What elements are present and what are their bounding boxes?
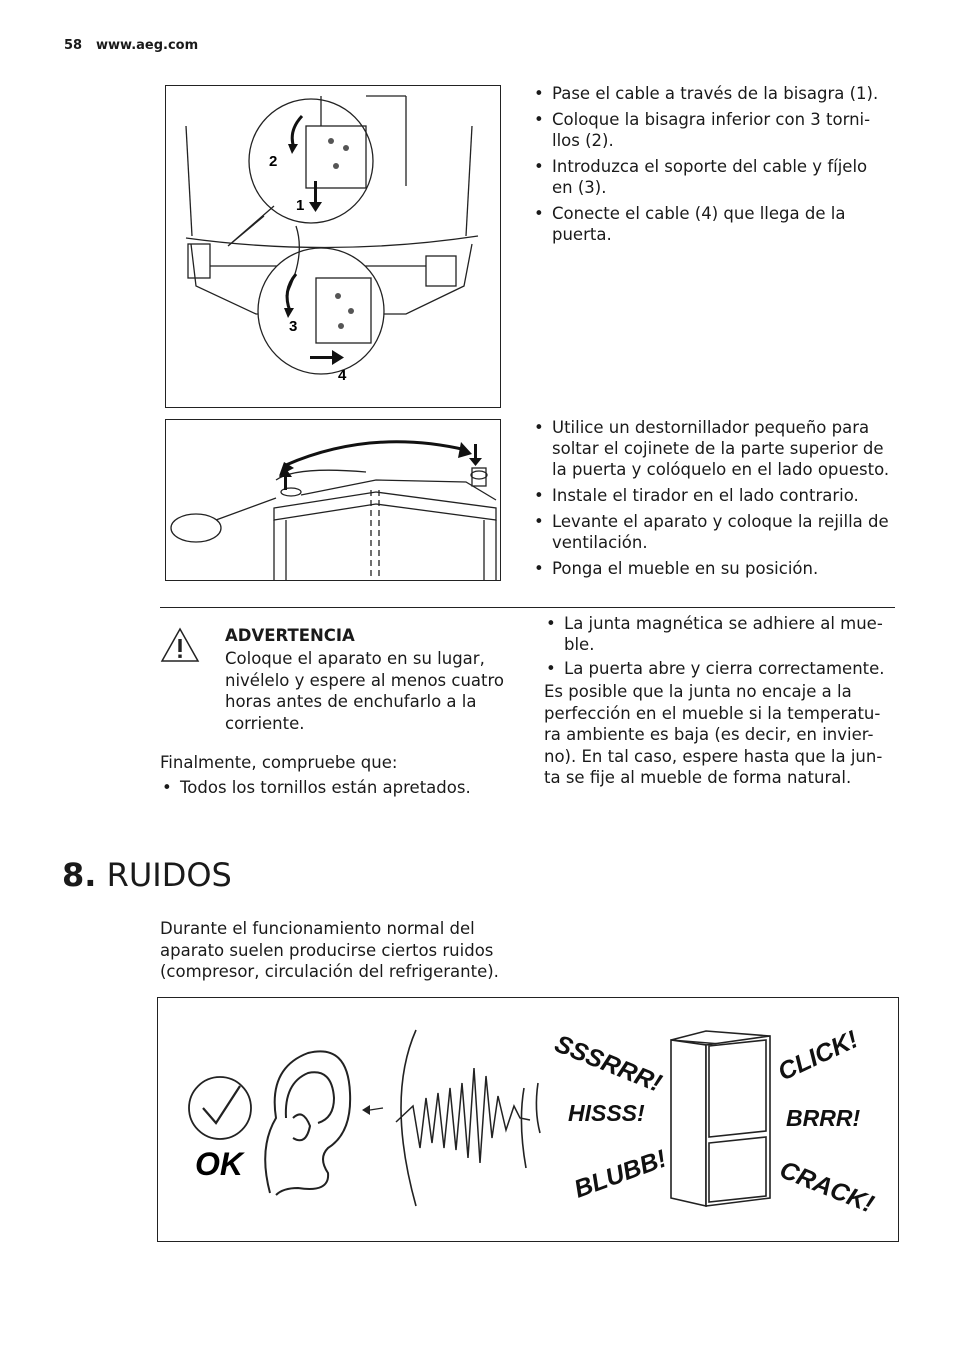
check-intro: Finalmente, compruebe que: bbox=[160, 753, 398, 772]
sound-hisss: HISSS! bbox=[568, 1100, 645, 1126]
warning-icon bbox=[160, 627, 200, 662]
section-intro: Durante el funcionamiento normal del apa… bbox=[160, 919, 499, 981]
steps-list-2: Utilice un destornillador pequeño para s… bbox=[532, 417, 892, 584]
sound-click: CLICK! bbox=[774, 1025, 863, 1086]
section-number: 8. bbox=[62, 856, 97, 894]
list-item: Introduzca el soporte del cable y fíjelo… bbox=[532, 156, 892, 198]
callout-label-4: 4 bbox=[338, 367, 347, 384]
list-item: Ponga el mueble en su posición. bbox=[532, 558, 892, 579]
list-item: Pase el cable a través de la bisagra (1)… bbox=[532, 83, 892, 104]
check-list-left: Todos los tornillos están apretados. bbox=[160, 777, 520, 803]
page-number: 58 bbox=[64, 38, 83, 53]
sound-blubb: BLUBB! bbox=[570, 1145, 670, 1204]
callout-label-1: 1 bbox=[296, 197, 304, 214]
callout-label-2: 2 bbox=[269, 153, 277, 170]
list-item: La junta magnética se adhiere al mue-ble… bbox=[544, 613, 894, 655]
noise-illustration: OK SSSRRR! HISSS! BLUBB! CLICK! BRRR! CR… bbox=[188, 1025, 878, 1219]
hinge-figure: 2 1 3 4 bbox=[165, 85, 501, 408]
section-title: RUIDOS bbox=[106, 856, 232, 894]
list-item: Levante el aparato y coloque la rejilla … bbox=[532, 511, 892, 553]
ok-label: OK bbox=[195, 1146, 246, 1182]
list-item: Todos los tornillos están apretados. bbox=[160, 777, 520, 798]
callout-label-3: 3 bbox=[289, 318, 297, 335]
sound-brrr: BRRR! bbox=[786, 1105, 860, 1131]
sound-sssrrr: SSSRRR! bbox=[551, 1030, 666, 1098]
fridge-icon bbox=[670, 1030, 771, 1208]
divider bbox=[160, 607, 895, 608]
steps-list-1: Pase el cable a través de la bisagra (1)… bbox=[532, 83, 892, 250]
list-item: Coloque la bisagra inferior con 3 torni-… bbox=[532, 109, 892, 151]
sound-crack: CRACK! bbox=[776, 1156, 878, 1219]
list-item: Conecte el cable (4) que llega de la pue… bbox=[532, 203, 892, 245]
warning-title: ADVERTENCIA bbox=[225, 626, 355, 645]
hinge-illustration: 2 1 3 4 bbox=[185, 95, 479, 384]
noise-figure: OK SSSRRR! HISSS! BLUBB! CLICK! BRRR! CR… bbox=[157, 997, 899, 1242]
door-bearing-illustration bbox=[170, 440, 497, 580]
warning-body: Coloque el aparato en su lugar, nivélelo… bbox=[225, 649, 505, 733]
list-item: La puerta abre y cierra correctamente. bbox=[544, 658, 894, 679]
check-note: Es posible que la junta no encaje a la p… bbox=[544, 682, 883, 787]
door-bearing-figure bbox=[165, 419, 501, 581]
check-list-right: La junta magnética se adhiere al mue-ble… bbox=[544, 613, 894, 679]
website-url[interactable]: www.aeg.com bbox=[96, 38, 199, 53]
list-item: Instale el tirador en el lado contrario. bbox=[532, 485, 892, 506]
section-heading: 8. RUIDOS bbox=[62, 856, 232, 894]
check-circle-icon bbox=[188, 1076, 252, 1140]
ear-icon bbox=[264, 1050, 352, 1196]
list-item: Utilice un destornillador pequeño para s… bbox=[532, 417, 892, 480]
